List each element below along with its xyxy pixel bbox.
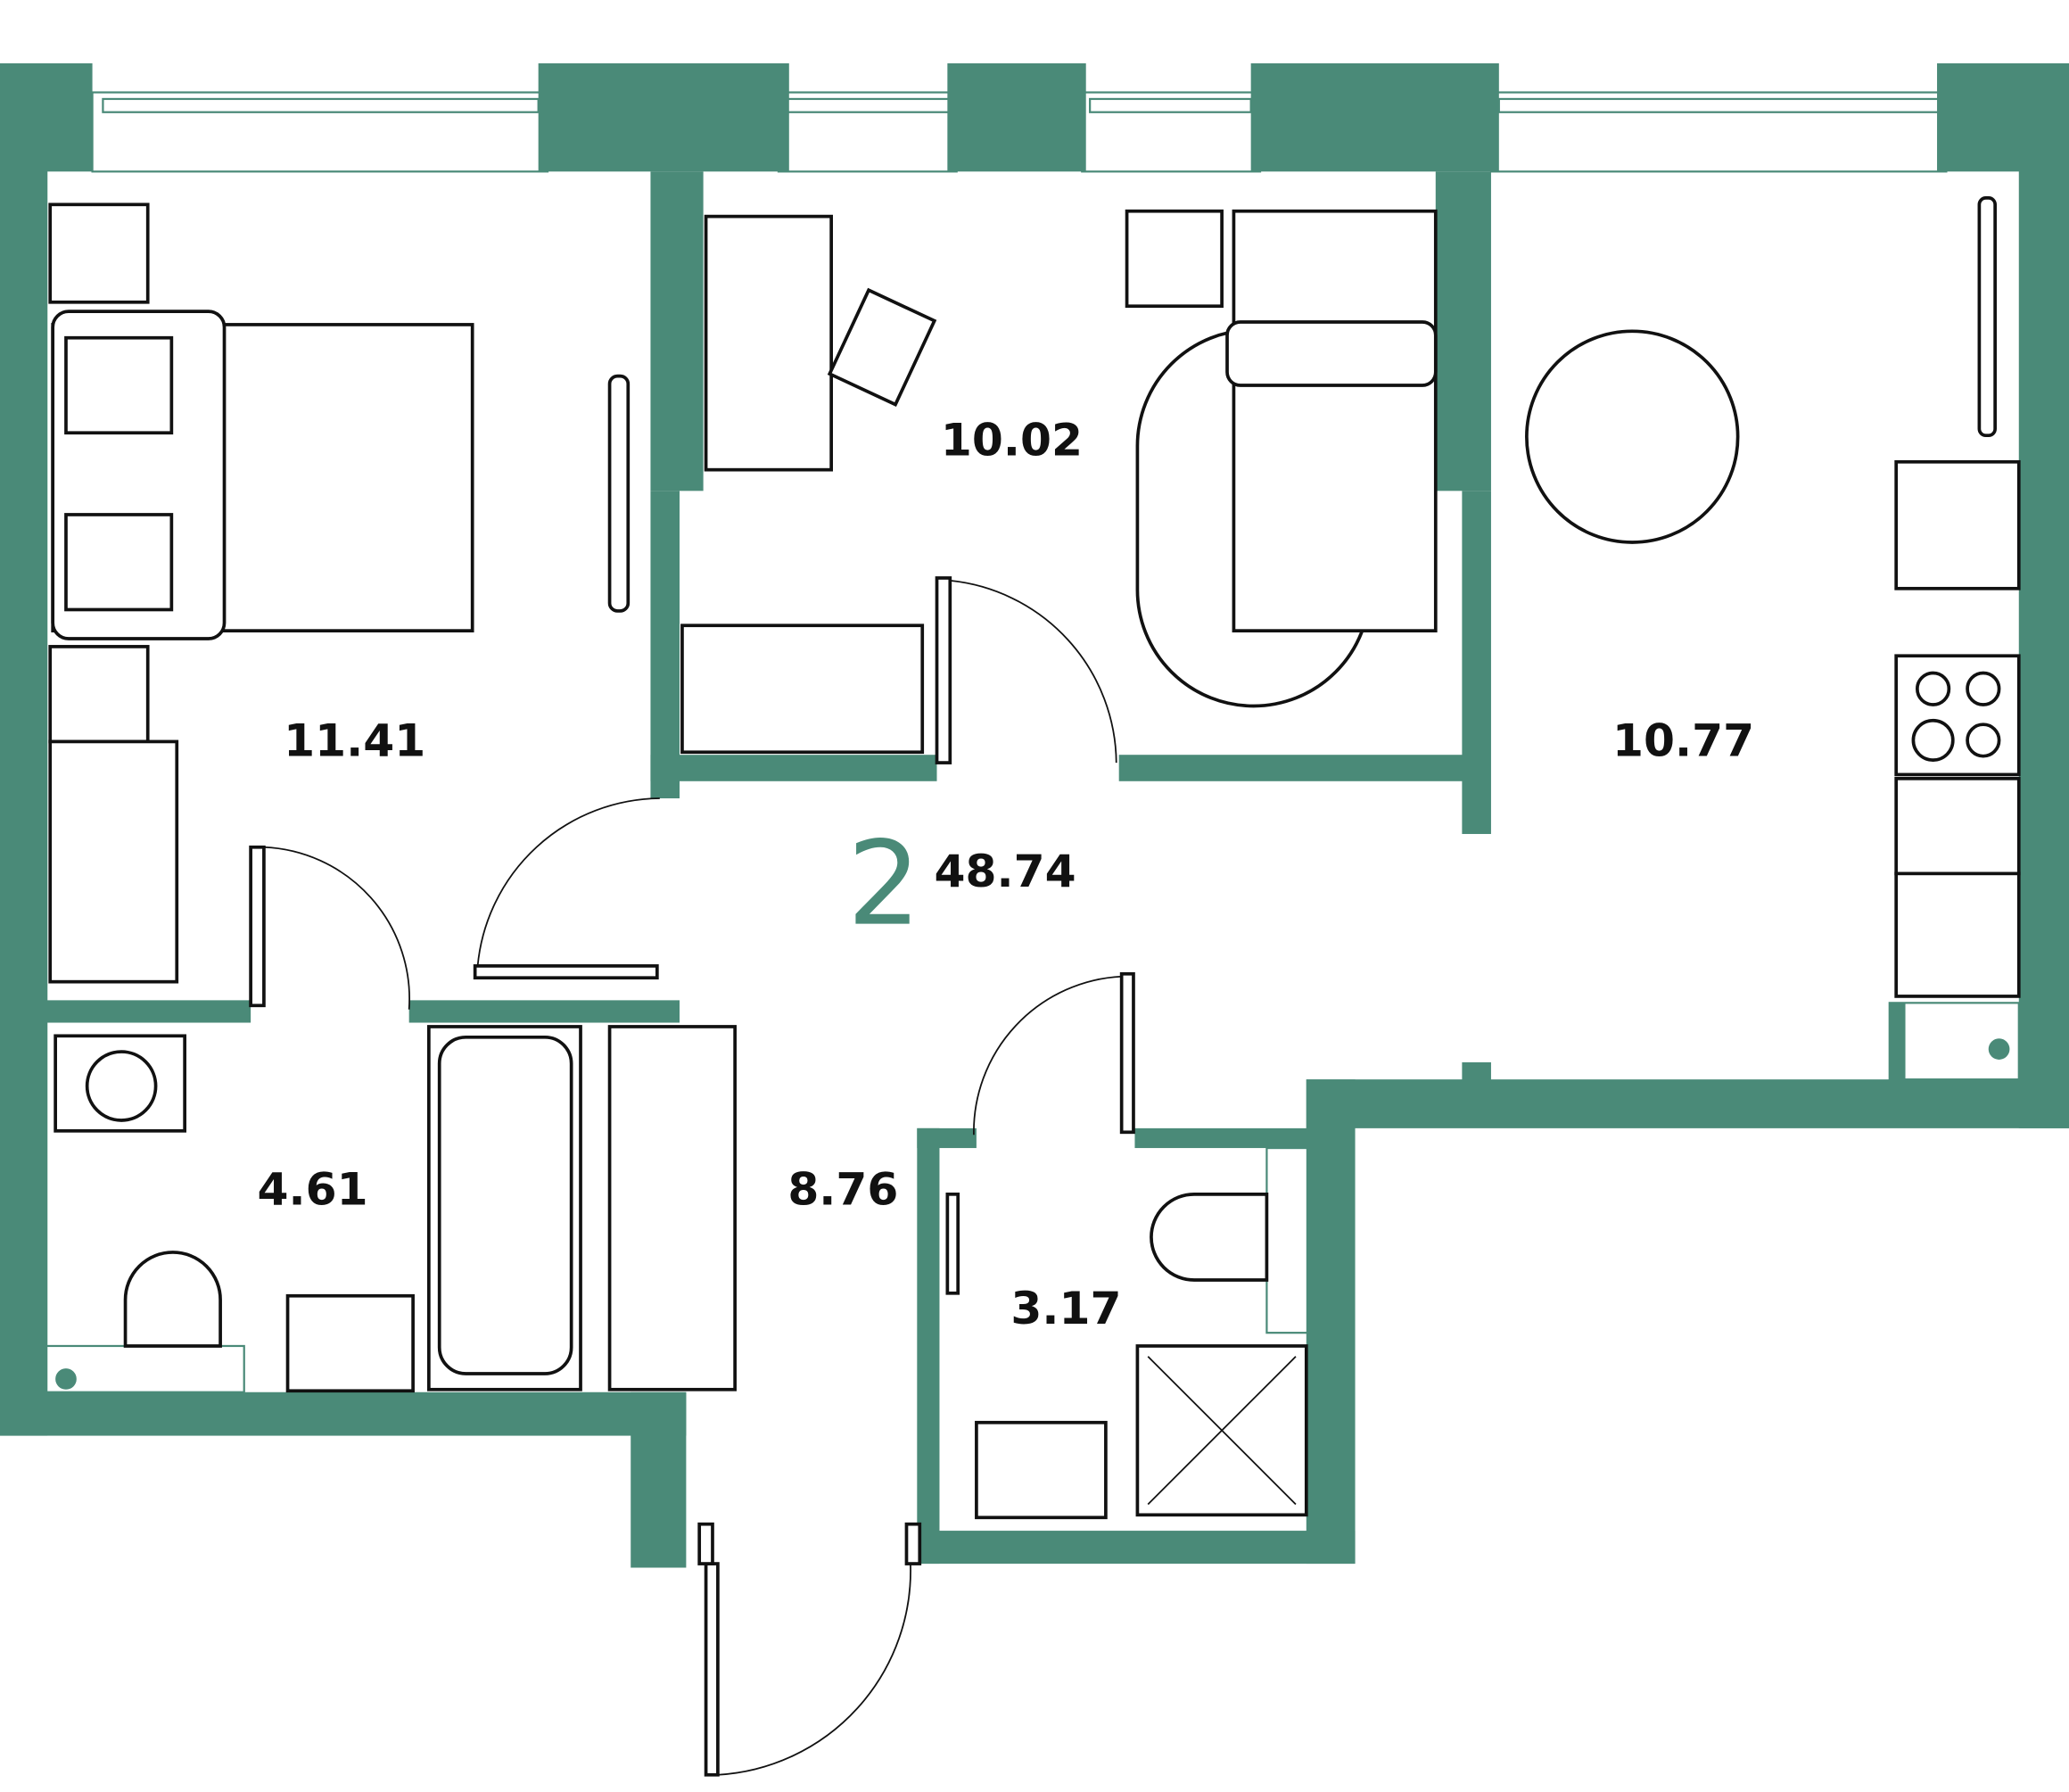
doors	[249, 576, 1135, 1777]
room-count: 2	[847, 816, 921, 952]
total-area: 48.74	[935, 845, 1076, 897]
area-hallway: 8.76	[787, 1163, 898, 1216]
area-kitchen: 10.77	[1612, 714, 1754, 767]
walls	[0, 63, 2069, 1568]
area-wc: 3.17	[1010, 1282, 1121, 1334]
area-bedroom-middle: 10.02	[941, 413, 1083, 466]
windows	[45, 91, 2020, 1393]
area-bathroom: 4.61	[258, 1163, 368, 1216]
furniture	[48, 196, 2021, 1520]
labels: 2 48.74 11.41 10.02 10.77 4.61 8.76 3.17	[258, 413, 1755, 1334]
area-bedroom-left: 11.41	[284, 714, 425, 767]
